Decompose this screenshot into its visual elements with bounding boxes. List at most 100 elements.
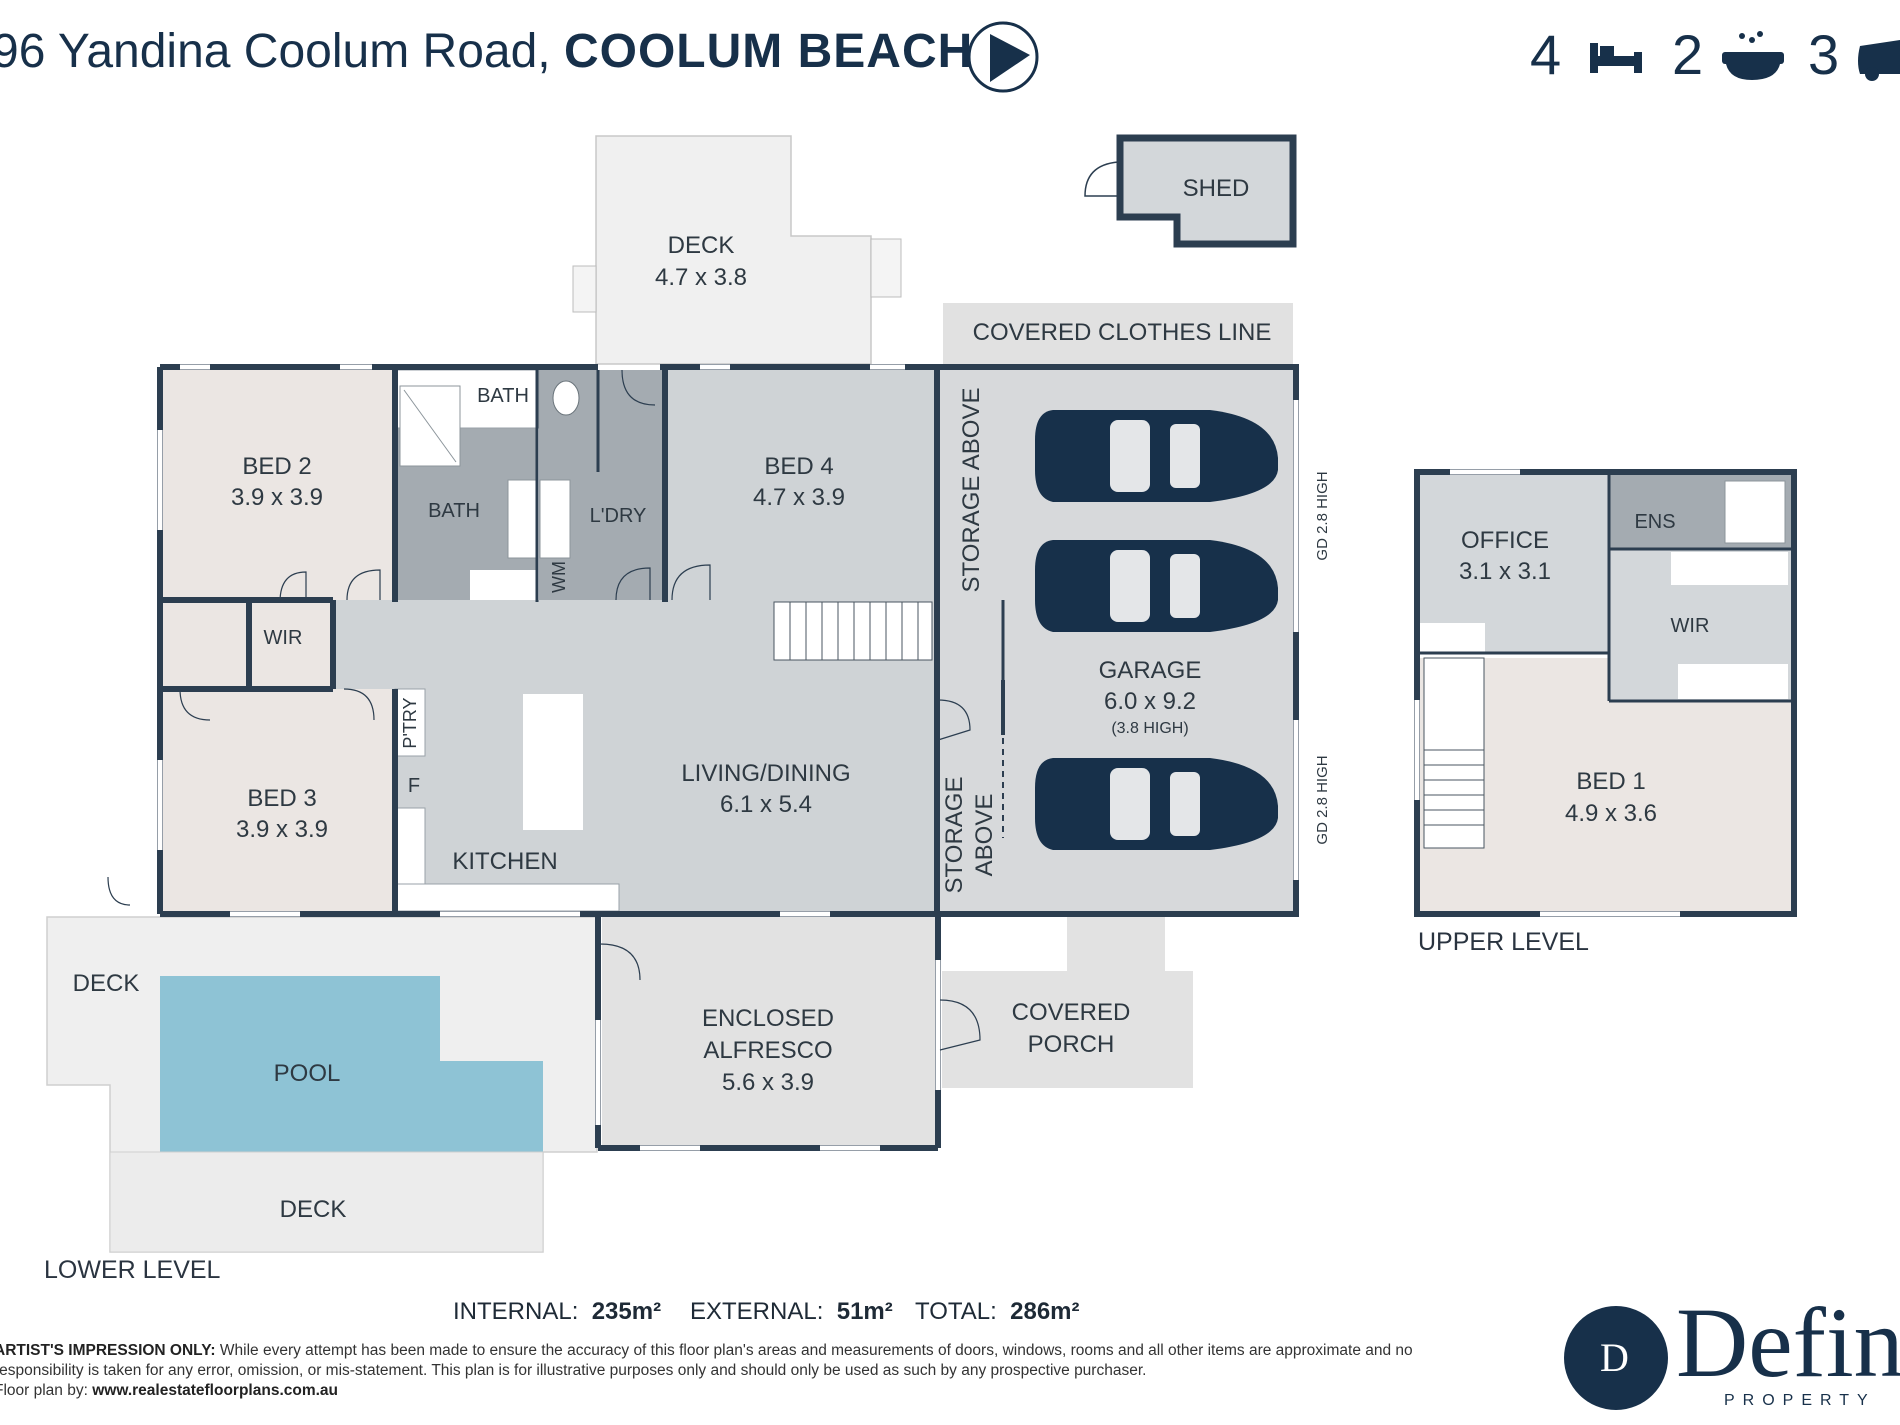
wir-upper-label: WIR bbox=[1671, 615, 1710, 637]
internal-area: INTERNAL: 235m² bbox=[453, 1298, 661, 1326]
kitchen-bench bbox=[394, 807, 426, 889]
deck-top-size: 4.7 x 3.8 bbox=[655, 264, 747, 291]
bed3-label: BED 3 bbox=[247, 785, 316, 812]
storage-above-2a-label: STORAGE bbox=[941, 777, 968, 894]
kitchen-label: KITCHEN bbox=[452, 848, 557, 875]
bed1-label: BED 1 bbox=[1576, 768, 1645, 795]
total-area-label: TOTAL: bbox=[915, 1298, 997, 1325]
external-area-value: 51m² bbox=[836, 1298, 893, 1325]
brand-monogram: D bbox=[1600, 1335, 1629, 1380]
deck-bottom-label: DECK bbox=[280, 1196, 347, 1223]
pantry-label: P'TRY bbox=[400, 697, 420, 748]
ens-label: ENS bbox=[1634, 511, 1675, 533]
credit-url[interactable]: www.realestatefloorplans.com.au bbox=[92, 1382, 339, 1399]
gd1-label: GD 2.8 HIGH bbox=[1314, 471, 1331, 560]
kitchen-island bbox=[523, 694, 583, 830]
disclaimer-lead: ARTIST'S IMPRESSION ONLY: bbox=[0, 1342, 216, 1359]
vanity bbox=[507, 479, 537, 559]
bath-label: BATH bbox=[428, 500, 480, 522]
kitchen-sink-bench bbox=[394, 883, 620, 912]
clothes-line-label: COVERED CLOTHES LINE bbox=[973, 319, 1272, 346]
bed-icon bbox=[1590, 43, 1642, 73]
shed-area bbox=[1116, 134, 1297, 248]
gd2-label: GD 2.8 HIGH bbox=[1314, 755, 1331, 844]
brand-monogram-circle bbox=[1564, 1306, 1668, 1410]
deck-stairs-right bbox=[870, 238, 902, 298]
bed2-area bbox=[163, 370, 395, 600]
pool bbox=[160, 976, 543, 1152]
internal-area-label: INTERNAL: bbox=[453, 1298, 579, 1325]
laundry-label: L'DRY bbox=[590, 505, 647, 527]
living-label: LIVING/DINING bbox=[681, 760, 850, 787]
wir-label: WIR bbox=[264, 627, 303, 649]
fridge-label: F bbox=[408, 775, 420, 797]
disclaimer-line-1: ARTIST'S IMPRESSION ONLY: While every at… bbox=[0, 1342, 1413, 1360]
lower-level-label: LOWER LEVEL bbox=[44, 1256, 221, 1284]
covered-clothes-line-area bbox=[943, 303, 1293, 364]
bed1-area bbox=[1420, 658, 1791, 911]
bathroom-count: 2 bbox=[1672, 23, 1704, 86]
bed4-label: BED 4 bbox=[764, 453, 833, 480]
bed3-size: 3.9 x 3.9 bbox=[236, 816, 328, 843]
deck-top-label: DECK bbox=[668, 232, 735, 259]
address-line: 96 Yandina Coolum Road, COOLUM BEACH bbox=[0, 24, 973, 79]
garage-label: GARAGE bbox=[1099, 657, 1202, 684]
bedroom-count: 4 bbox=[1530, 23, 1562, 86]
bed4-area bbox=[665, 370, 935, 602]
porch-label: COVERED bbox=[1012, 999, 1131, 1026]
internal-area-value: 235m² bbox=[591, 1298, 662, 1325]
covered-porch-area bbox=[942, 917, 1193, 1088]
alfresco-label-2: ALFRESCO bbox=[703, 1037, 832, 1064]
upper-level-label: UPPER LEVEL bbox=[1418, 928, 1589, 956]
pool-label: POOL bbox=[274, 1060, 341, 1087]
brand-name: Define bbox=[1676, 1287, 1900, 1398]
total-area-value: 286m² bbox=[1010, 1298, 1080, 1325]
garage-note: (3.8 HIGH) bbox=[1111, 720, 1188, 737]
bed4-size: 4.7 x 3.9 bbox=[753, 484, 845, 511]
office-size: 3.1 x 3.1 bbox=[1459, 558, 1551, 585]
vanity-2 bbox=[539, 479, 571, 559]
shower-upper bbox=[1724, 480, 1786, 544]
bed2-label: BED 2 bbox=[242, 453, 311, 480]
bath-icon bbox=[1722, 31, 1784, 80]
living-size: 6.1 x 5.4 bbox=[720, 791, 812, 818]
porch-label-2: PORCH bbox=[1028, 1031, 1115, 1058]
alfresco-area bbox=[602, 917, 938, 1145]
office-label: OFFICE bbox=[1461, 527, 1549, 554]
alfresco-size: 5.6 x 3.9 bbox=[722, 1069, 814, 1096]
stairs-upper bbox=[1423, 657, 1485, 849]
deck-stairs-left bbox=[572, 265, 597, 313]
external-area-label: EXTERNAL: bbox=[690, 1298, 824, 1325]
bath-small-label: BATH bbox=[477, 385, 529, 407]
wm-label: WM bbox=[549, 561, 569, 593]
deck-pool-label: DECK bbox=[73, 970, 140, 997]
bed2-size: 3.9 x 3.9 bbox=[231, 484, 323, 511]
credit-label: Floor plan by: bbox=[0, 1382, 88, 1399]
linen-area bbox=[163, 600, 249, 689]
deck-bottom-area bbox=[109, 1151, 544, 1253]
brand-tagline: PROPERTY bbox=[1724, 1392, 1876, 1409]
stairs-lower bbox=[773, 601, 933, 661]
compass-north-icon bbox=[967, 21, 1039, 93]
address-street: 96 Yandina Coolum Road, bbox=[0, 25, 551, 78]
storage-above-2b-label: ABOVE bbox=[971, 794, 998, 877]
wir-shelf-2 bbox=[1678, 664, 1788, 699]
address-suburb: COOLUM BEACH bbox=[563, 25, 974, 78]
bed1-size: 4.9 x 3.6 bbox=[1565, 800, 1657, 827]
fridge-area bbox=[395, 762, 425, 804]
shed-label: SHED bbox=[1183, 175, 1250, 202]
bath-doorway bbox=[470, 570, 538, 602]
total-area: TOTAL: 286m² bbox=[915, 1298, 1080, 1326]
car-2 bbox=[1035, 540, 1278, 632]
toilet bbox=[552, 380, 580, 416]
disclaimer-line-2: responsibility is taken for any error, o… bbox=[0, 1362, 1147, 1379]
living-dining-area bbox=[333, 600, 935, 911]
wir-shelf-1 bbox=[1671, 552, 1788, 585]
disclaimer-text-1: While every attempt has been made to ens… bbox=[219, 1342, 1413, 1359]
bed3-area bbox=[163, 689, 395, 911]
storage-above-1-label: STORAGE ABOVE bbox=[958, 388, 985, 593]
garage-size: 6.0 x 9.2 bbox=[1104, 688, 1196, 715]
alfresco-label: ENCLOSED bbox=[702, 1005, 834, 1032]
car-1 bbox=[1035, 410, 1278, 502]
